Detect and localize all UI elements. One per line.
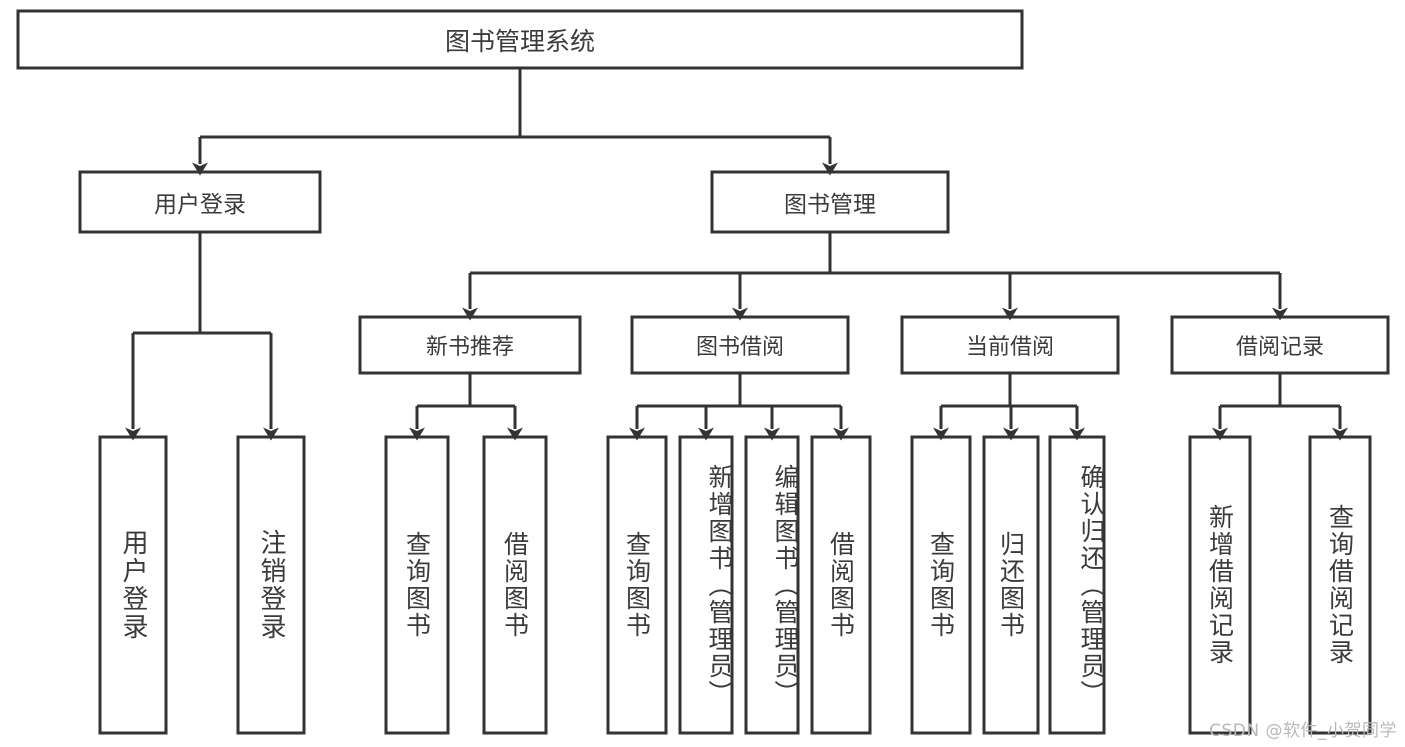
node-box-leaf-add-book [678,435,734,735]
edge-book-manage-to-level3 [462,232,1288,321]
node-box-leaf-edit-book [744,435,800,735]
edge-current-borrow-to-leaves [933,373,1085,441]
node-box-leaf-query-record [1308,435,1372,735]
node-box-book-borrow [630,315,850,375]
edge-user-login-to-leaves [125,232,279,441]
edge-root-to-level2 [192,68,838,176]
node-box-leaf-query-book-1 [384,435,450,735]
node-box-leaf-confirm-return [1048,435,1106,735]
node-box-leaf-return-book [982,435,1040,735]
node-box-leaf-add-record [1188,435,1252,735]
edge-book-borrow-to-leaves [629,373,849,441]
edge-new-book-rec-to-leaves [409,373,523,441]
node-box-leaf-query-book-2 [606,435,668,735]
node-box-leaf-user-login [98,435,168,735]
node-box-book-manage [710,170,950,234]
node-box-leaf-borrow-book-2 [810,435,872,735]
node-box-root [16,9,1024,70]
node-box-current-borrow [900,315,1120,375]
node-box-new-book-rec [358,315,582,375]
node-box-leaf-query-book-3 [910,435,972,735]
edge-borrow-record-to-leaves [1212,373,1348,441]
node-box-leaf-borrow-book-1 [482,435,548,735]
watermark-text: CSDN @软件_小贺同学 [1209,721,1397,741]
node-box-borrow-record [1170,315,1390,375]
node-box-user-login [78,170,322,234]
node-box-leaf-logout [236,435,306,735]
